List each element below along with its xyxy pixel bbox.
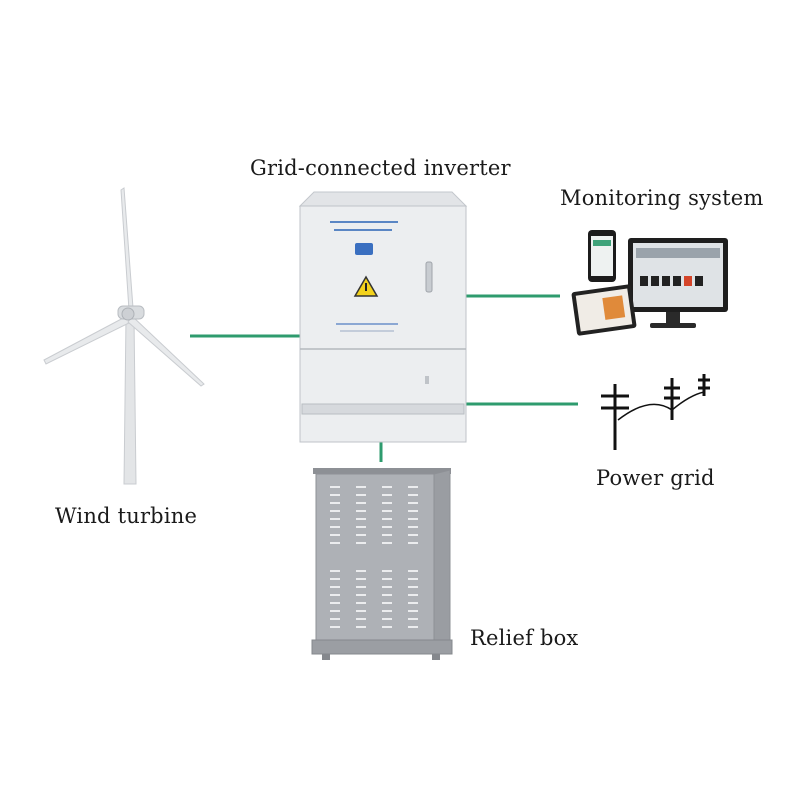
label-relief-box: Relief box bbox=[470, 626, 579, 650]
power-pole-icon bbox=[601, 374, 710, 450]
monitoring-devices-icon bbox=[571, 230, 728, 336]
warning-triangle-icon bbox=[353, 275, 379, 297]
label-power-grid: Power grid bbox=[596, 466, 715, 490]
connector-lines bbox=[190, 294, 578, 462]
inverter-cabinet-icon bbox=[298, 191, 468, 443]
wind-turbine-icon bbox=[43, 187, 205, 485]
relief-box-icon bbox=[311, 468, 453, 660]
label-grid-connected-inverter: Grid-connected inverter bbox=[250, 156, 511, 180]
label-wind-turbine: Wind turbine bbox=[55, 504, 198, 528]
label-monitoring-system: Monitoring system bbox=[560, 186, 764, 210]
